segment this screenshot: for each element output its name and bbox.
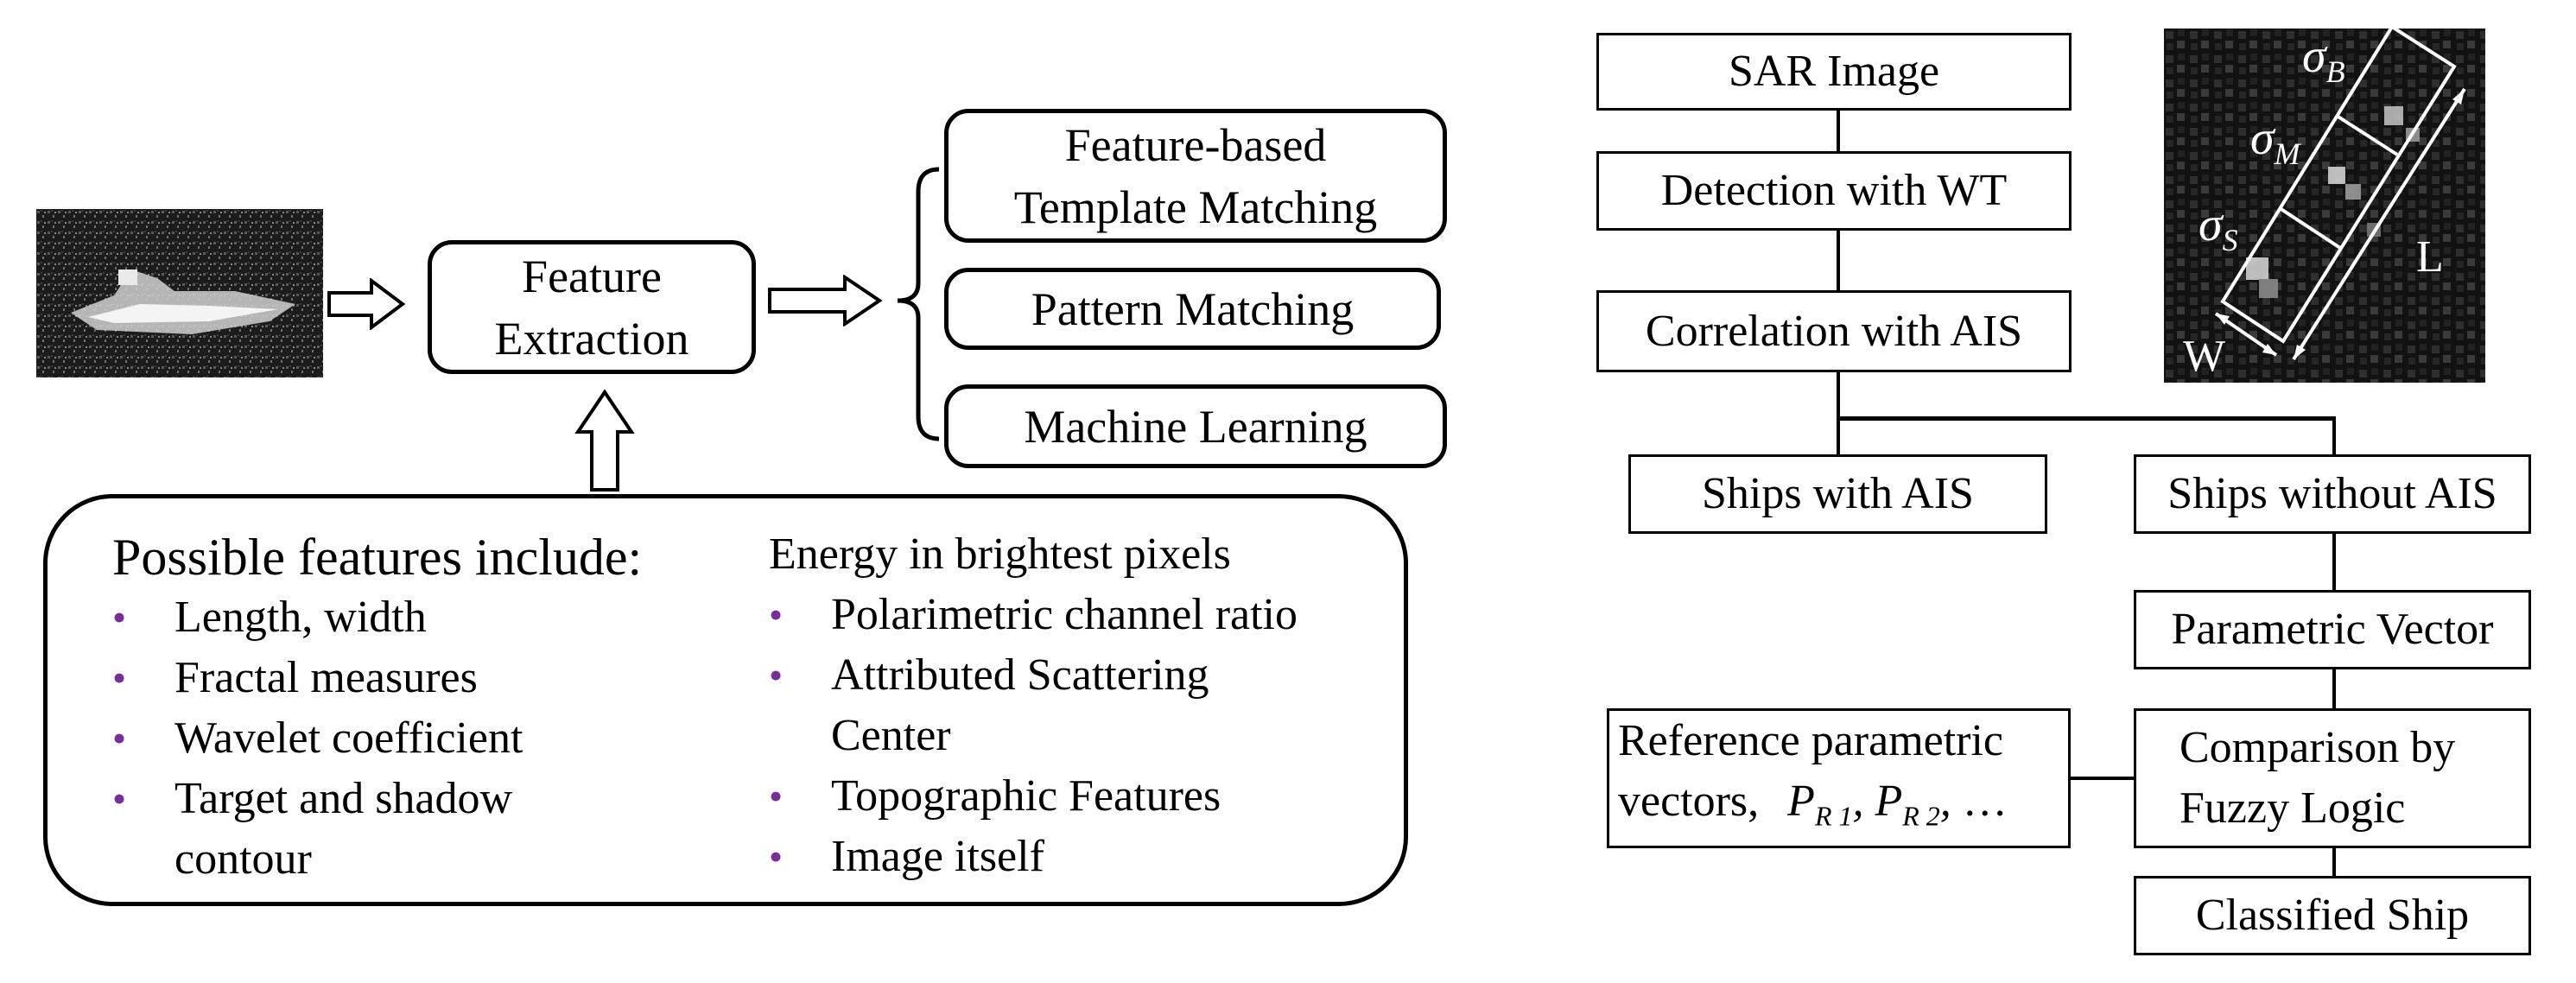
possible-features-box: Possible features include: Length, width…	[43, 494, 1408, 906]
connector-line	[1837, 416, 2336, 421]
reference-label: vectors,	[1618, 776, 1760, 826]
classified-ship-box: Classified Ship	[2134, 876, 2531, 955]
connector-line	[2332, 532, 2336, 590]
ships-with-ais-box: Ships with AIS	[1628, 454, 2047, 534]
sigma-b-label: σB	[2302, 29, 2345, 90]
feature-item-continued: Center	[831, 711, 951, 760]
arrow-up-icon	[574, 389, 635, 492]
feature-item: Polarimetric channel ratio	[769, 585, 1391, 645]
feature-item-continued: contour	[174, 834, 312, 884]
arrow-right-icon	[327, 278, 406, 330]
feature-extraction-box: Feature Extraction	[428, 240, 756, 374]
feature-item: Fractal measures	[112, 648, 734, 708]
comparison-line1: Comparison by	[2179, 723, 2456, 772]
parametric-vector-box: Parametric Vector	[2134, 590, 2531, 669]
comparison-line2: Fuzzy Logic	[2179, 783, 2406, 833]
feature-item: Energy in brightest pixels	[769, 530, 1231, 579]
detection-box: Detection with WT	[1596, 151, 2072, 231]
sigma-m-label: σM	[2250, 111, 2300, 172]
width-label: W	[2183, 332, 2226, 381]
curly-brace	[897, 167, 940, 441]
connector-line	[1837, 371, 1840, 455]
sar-ship-thumbnail	[36, 209, 323, 377]
ship-sar-inset: σB σM σS L W	[2164, 29, 2485, 383]
detection-label: Detection with WT	[1660, 166, 2008, 215]
features-list-2: Energy in brightest pixels Polarimetric …	[769, 524, 1391, 887]
method-label: Feature-based Template Matching	[1013, 118, 1378, 233]
sar-image-label: SAR Image	[1728, 47, 1940, 96]
correlation-box: Correlation with AIS	[1596, 290, 2072, 372]
correlation-label: Correlation with AIS	[1645, 306, 2023, 356]
ships-without-ais-box: Ships without AIS	[2134, 454, 2531, 534]
connector-line	[2070, 777, 2134, 780]
parametric-vector-label: Parametric Vector	[2171, 605, 2494, 654]
length-label: L	[2416, 232, 2444, 282]
arrow-right-icon	[768, 275, 883, 327]
connector-line	[1837, 230, 1840, 290]
features-list-1: Length, width Fractal measures Wavelet c…	[112, 587, 734, 890]
method-machine-learning-box: Machine Learning	[944, 384, 1447, 468]
features-column-2: Energy in brightest pixels Polarimetric …	[769, 524, 1391, 887]
method-pattern-matching-box: Pattern Matching	[944, 268, 1441, 350]
feature-item: Image itself	[769, 827, 1391, 887]
method-label: Machine Learning	[1024, 400, 1367, 453]
connector-line	[2332, 668, 2336, 709]
reference-vectors-box: Reference parametric vectors, PR 1, PR 2…	[1607, 708, 2071, 848]
method-template-matching-box: Feature-based Template Matching	[944, 109, 1447, 243]
ships-with-ais-label: Ships with AIS	[1702, 469, 1974, 518]
comparison-box: Comparison by Fuzzy Logic	[2134, 708, 2531, 848]
connector-line	[2332, 416, 2336, 455]
sigma-s-label: σS	[2198, 198, 2238, 258]
reference-line2: vectors, PR 1, PR 2, …	[1618, 771, 2008, 846]
features-column-1: Possible features include: Length, width…	[112, 527, 734, 890]
feature-item: Attributed Scattering	[769, 645, 1391, 706]
classified-ship-label: Classified Ship	[2195, 891, 2470, 940]
feature-item: Target and shadow	[112, 769, 734, 829]
feature-item: Length, width	[112, 587, 734, 648]
reference-line1: Reference parametric	[1618, 715, 2004, 765]
feature-item: Wavelet coefficient	[112, 708, 734, 769]
sar-image-box: SAR Image	[1596, 33, 2072, 111]
features-title: Possible features include:	[112, 529, 643, 586]
reference-symbols: PR 1, PR 2, …	[1787, 776, 2008, 832]
method-label: Pattern Matching	[1031, 282, 1355, 335]
feature-extraction-label: Feature Extraction	[494, 250, 689, 365]
feature-item: Topographic Features	[769, 766, 1391, 827]
ships-without-ais-label: Ships without AIS	[2167, 469, 2497, 518]
connector-line	[2332, 848, 2336, 876]
connector-line	[1837, 109, 1840, 152]
